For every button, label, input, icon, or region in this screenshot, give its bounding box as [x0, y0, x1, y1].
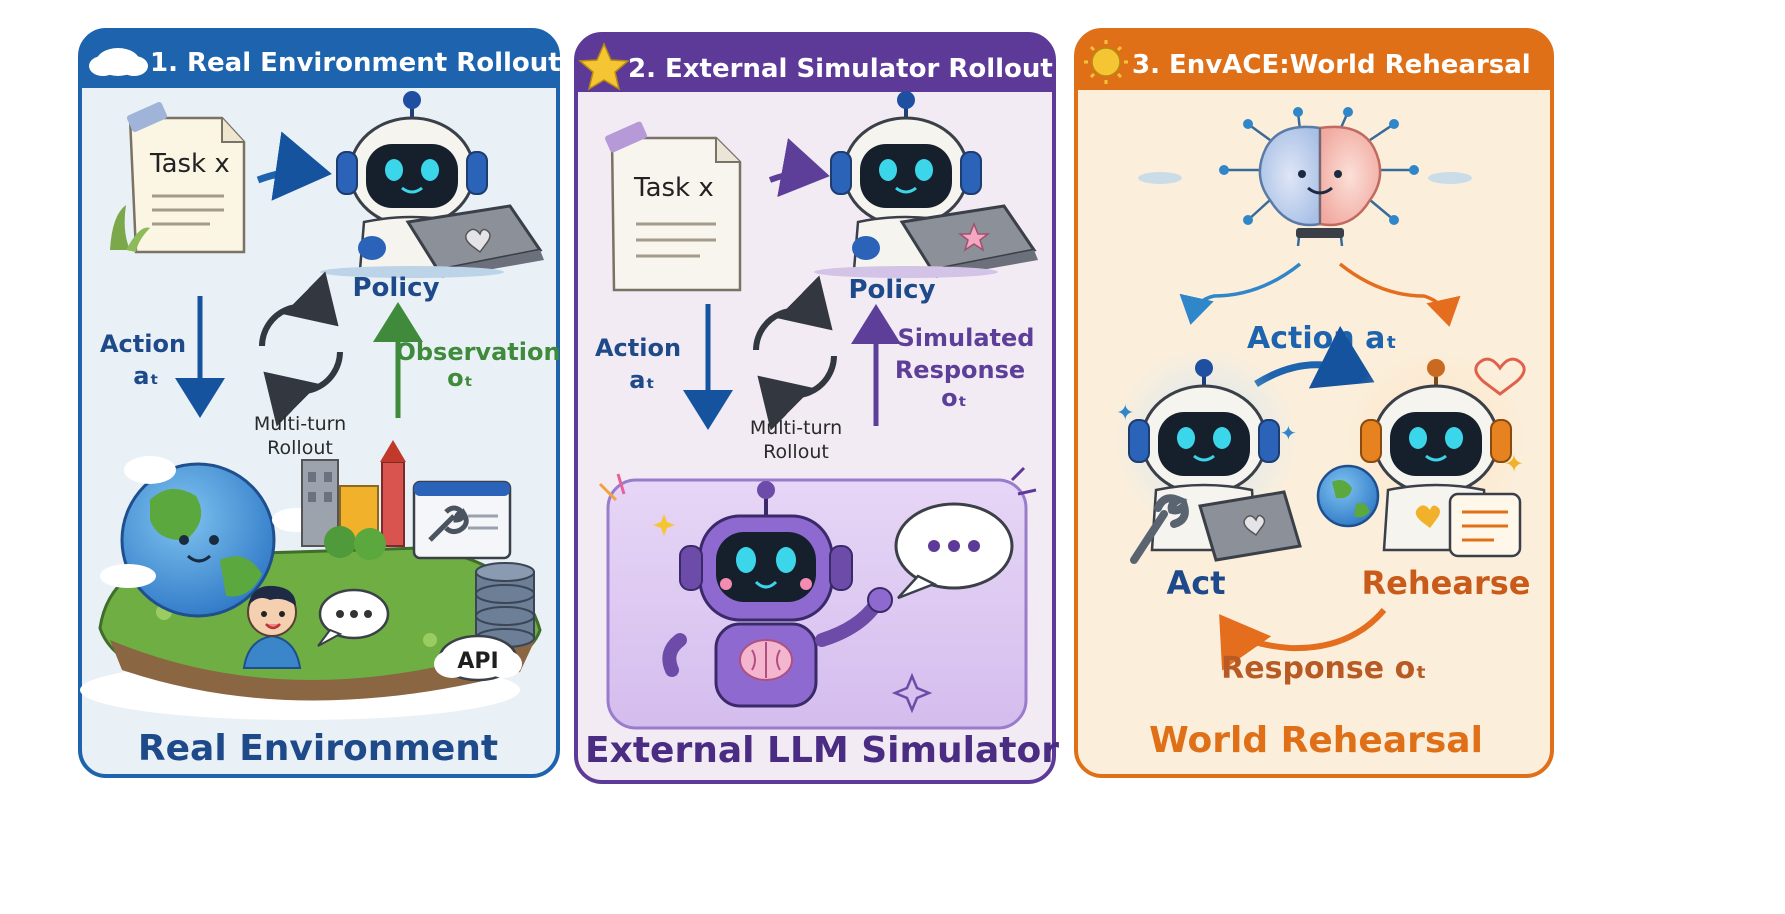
panel-header [80, 30, 558, 88]
rehearse-robot [1316, 359, 1522, 558]
action-symbol: aₜ [629, 366, 655, 394]
rehearse-label: Rehearse [1362, 564, 1531, 602]
task-to-policy-arrow [768, 138, 830, 198]
brain-icon [739, 639, 793, 681]
rollout-label-2: Rollout [763, 441, 829, 463]
llm-robot [662, 481, 893, 708]
action-label: Action aₜ [1247, 321, 1397, 356]
panel-real-environment: 1. Real Environment Rollout Task x Polic… [78, 28, 561, 778]
database-icon [475, 562, 535, 648]
response-arrow [1219, 608, 1387, 671]
globe-icon [1316, 464, 1380, 528]
sparkle-icon: ✦ [1280, 421, 1297, 445]
brain-to-rehearse-arrow [1338, 262, 1461, 327]
real-environment-illustration: API [80, 440, 542, 720]
tool-window-icon [412, 480, 512, 560]
api-label: API [457, 649, 498, 674]
earth-icon [120, 462, 276, 618]
task-document-icon [605, 121, 742, 292]
wrench-icon [1130, 494, 1189, 564]
panel-footer: External LLM Simulator [585, 730, 1059, 771]
brain-to-act-arrow [1179, 262, 1302, 325]
response-symbol: oₜ [941, 384, 967, 412]
task-label: Task x [633, 173, 714, 203]
panel-footer: World Rehearsal [1149, 720, 1483, 761]
rollout-label-2: Rollout [267, 437, 333, 459]
panel-title: 3. EnvACE:World Rehearsal [1132, 50, 1531, 80]
speech-bubble-icon [317, 588, 390, 647]
policy-label: Policy [848, 275, 935, 305]
task-document-icon [110, 102, 246, 254]
panel-world-rehearsal: 3. EnvACE:World Rehearsal [1074, 28, 1554, 778]
rollout-cycle-icon [259, 271, 343, 427]
panel-header [576, 34, 1054, 92]
policy-robot [814, 89, 1038, 278]
heart-icon [1474, 357, 1526, 396]
rollout-cycle-icon [753, 275, 837, 431]
response-label-2: Response [895, 356, 1025, 384]
action-label: Action [595, 334, 681, 362]
note-card-icon [1448, 492, 1522, 558]
panel-title: 2. External Simulator Rollout [628, 54, 1053, 84]
panel-header [1076, 30, 1552, 90]
cloud-icon [89, 48, 148, 76]
sun-icon [1084, 40, 1128, 84]
task-to-policy-arrow [256, 131, 332, 201]
policy-robot [320, 89, 544, 278]
llm-simulator-illustration [598, 466, 1037, 730]
act-robot [1127, 357, 1302, 564]
rollout-label: Multi-turn [750, 417, 842, 439]
action-label: Action [100, 330, 186, 358]
task-label: Task x [149, 149, 230, 179]
city-buildings-icon [301, 440, 406, 560]
response-label: Simulated [898, 324, 1035, 352]
panel-title: 1. Real Environment Rollout [150, 48, 561, 78]
observation-symbol: oₜ [447, 364, 473, 392]
api-cloud-icon [434, 634, 522, 682]
response-label: Response oₜ [1221, 651, 1427, 686]
star-icon [578, 42, 630, 91]
person-icon [242, 585, 302, 669]
rollout-label: Multi-turn [254, 413, 346, 435]
panel-external-simulator: 2. External Simulator Rollout Task x Pol… [574, 32, 1059, 784]
world-model-brain-icon [1138, 107, 1472, 247]
act-label: Act [1166, 564, 1225, 602]
panel-footer: Real Environment [138, 728, 498, 769]
sparkle-icon: ✦ [1116, 401, 1134, 426]
action-symbol: aₜ [133, 362, 159, 390]
speech-bubble-icon [894, 502, 1014, 600]
sparkle-icon: ✦ [1504, 450, 1524, 478]
observation-label: Observation [395, 338, 560, 366]
policy-label: Policy [352, 273, 439, 303]
